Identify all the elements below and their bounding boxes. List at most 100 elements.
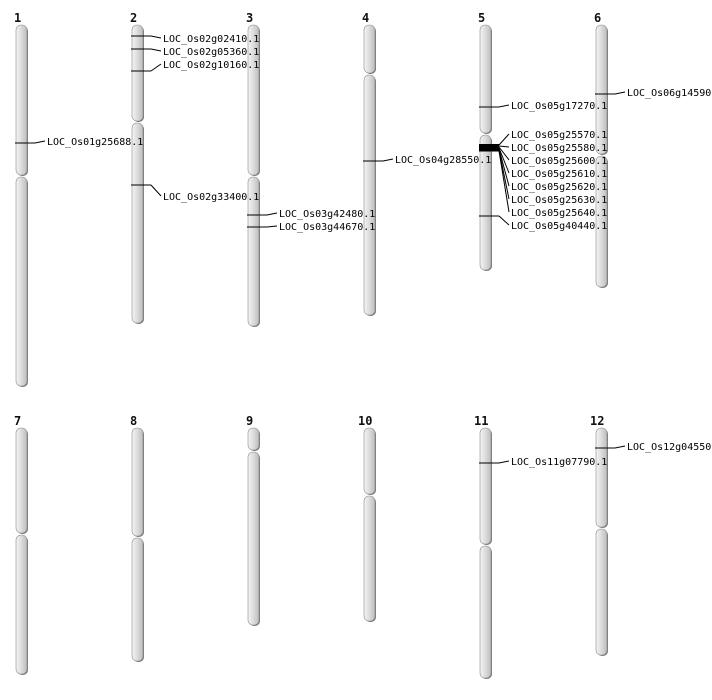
chromosome-1: 1 (14, 11, 28, 387)
chromosome-6-long-arm (595, 155, 608, 288)
chromosome-2-long-arm (131, 122, 144, 324)
chromosome-8-long-arm-body (131, 537, 144, 662)
chromosome-6-short-arm-body (595, 24, 608, 155)
gene-leader-line (614, 445, 626, 449)
chromosome-12-long-arm-body (595, 528, 608, 656)
gene-marker: LOC_Os05g17270.1 (479, 101, 607, 112)
gene-label: LOC_Os06g14590.1 (627, 88, 712, 99)
chromosome-10-long-arm (363, 495, 376, 622)
chromosome-2-short-arm (131, 24, 144, 122)
chromosome-1-short-arm-body (15, 24, 28, 176)
chromosome-4-short-arm-body (363, 24, 376, 74)
gene-label: LOC_Os05g25580.1 (511, 143, 607, 154)
chromosome-7: 7 (14, 414, 28, 675)
chromosome-10-long-arm-body (363, 495, 376, 622)
gene-leader-line (498, 133, 510, 146)
gene-marker: LOC_Os12g04550.1 (595, 442, 712, 453)
gene-label: LOC_Os12g04550.1 (627, 442, 712, 453)
gene-label: LOC_Os05g25610.1 (511, 169, 607, 180)
gene-marker: LOC_Os04g28550.1 (363, 155, 491, 166)
chromosome-11-long-arm (479, 545, 492, 679)
chromosome-label: 7 (14, 414, 21, 428)
gene-label: LOC_Os05g17270.1 (511, 101, 607, 112)
chromosome-7-long-arm-body (15, 534, 28, 675)
chromosome-2: 2 (130, 11, 144, 324)
chromosome-1-long-arm (15, 176, 28, 387)
gene-label: LOC_Os05g25570.1 (511, 130, 607, 141)
chromosome-4-short-arm (363, 24, 376, 74)
chromosome-6: 6 (594, 11, 608, 288)
chromosome-8-short-arm (131, 427, 144, 537)
gene-leader-line (34, 140, 46, 144)
gene-leader-line (498, 145, 510, 148)
chromosome-1-short-arm (15, 24, 28, 176)
chromosome-label: 9 (246, 414, 253, 428)
gene-label: LOC_Os02g33400.1 (163, 192, 259, 203)
chromosome-label: 3 (246, 11, 253, 25)
chromosome-9-long-arm (247, 451, 260, 626)
chromosome-label: 10 (358, 414, 372, 428)
gene-leader-line (498, 150, 510, 213)
gene-marker: LOC_Os11g07790.1 (479, 457, 607, 468)
gene-marker: LOC_Os05g25620.1 (479, 148, 607, 193)
gene-label: LOC_Os05g25600.1 (511, 156, 607, 167)
gene-marker: LOC_Os02g05360.1 (131, 47, 259, 58)
chromosome-3: 3 (246, 11, 260, 327)
chromosome-5: 5 (478, 11, 492, 271)
chromosome-3-short-arm (247, 24, 260, 176)
chromosome-7-short-arm-body (15, 427, 28, 534)
gene-marker: LOC_Os05g40440.1 (479, 215, 607, 232)
chromosome-8-long-arm (131, 537, 144, 662)
chromosome-4: 4 (362, 11, 376, 316)
gene-label: LOC_Os03g44670.1 (279, 222, 375, 233)
chromosome-9-short-arm-body (247, 427, 260, 451)
gene-leader-line (498, 146, 510, 161)
chromosome-2-long-arm-body (131, 122, 144, 324)
gene-label: LOC_Os02g10160.1 (163, 60, 259, 71)
chromosome-4-long-arm-body (363, 74, 376, 316)
chromosome-12: 12 (590, 414, 608, 656)
gene-leader-line (498, 147, 510, 174)
chromosome-label: 12 (590, 414, 604, 428)
chromosome-label: 1 (14, 11, 21, 25)
gene-leader-line (266, 225, 278, 228)
chromosome-6-short-arm (595, 24, 608, 155)
chromosome-3-short-arm-body (247, 24, 260, 176)
gene-marker: LOC_Os01g25688.1 (15, 137, 143, 148)
gene-marker: LOC_Os05g25640.1 (479, 150, 607, 219)
gene-leader-line (150, 184, 162, 197)
chromosome-label: 6 (594, 11, 601, 25)
gene-label: LOC_Os03g42480.1 (279, 209, 375, 220)
chromosome-11: 11 (474, 414, 492, 679)
gene-leader-line (150, 63, 162, 72)
gene-leader-line (498, 104, 510, 108)
gene-marker: LOC_Os02g02410.1 (131, 34, 259, 45)
gene-leader-line (498, 460, 510, 464)
chromosome-11-long-arm-body (479, 545, 492, 679)
gene-label: LOC_Os04g28550.1 (395, 155, 491, 166)
gene-label: LOC_Os02g05360.1 (163, 47, 259, 58)
chromosome-8: 8 (130, 414, 144, 662)
chromosome-label: 8 (130, 414, 137, 428)
gene-marker: LOC_Os05g25580.1 (479, 143, 607, 154)
chromosome-9-short-arm (247, 427, 260, 451)
chromosome-11-short-arm (479, 427, 492, 545)
gene-marker: LOC_Os06g14590.1 (595, 88, 712, 99)
chromosome-5-short-arm-body (479, 24, 492, 134)
chromosome-8-short-arm-body (131, 427, 144, 537)
chromosome-10: 10 (358, 414, 376, 622)
gene-marker: LOC_Os05g25610.1 (479, 147, 607, 180)
gene-label: LOC_Os05g25640.1 (511, 208, 607, 219)
gene-label: LOC_Os11g07790.1 (511, 457, 607, 468)
chromosome-10-short-arm (363, 427, 376, 495)
gene-leader-line (382, 158, 394, 162)
chromosome-label: 4 (362, 11, 369, 25)
chromosome-label: 5 (478, 11, 485, 25)
chromosome-9: 9 (246, 414, 260, 626)
chromosome-1-long-arm-body (15, 176, 28, 387)
chromosome-9-long-arm-body (247, 451, 260, 626)
gene-leader-line (266, 212, 278, 216)
chromosome-5-long-arm (479, 134, 492, 271)
